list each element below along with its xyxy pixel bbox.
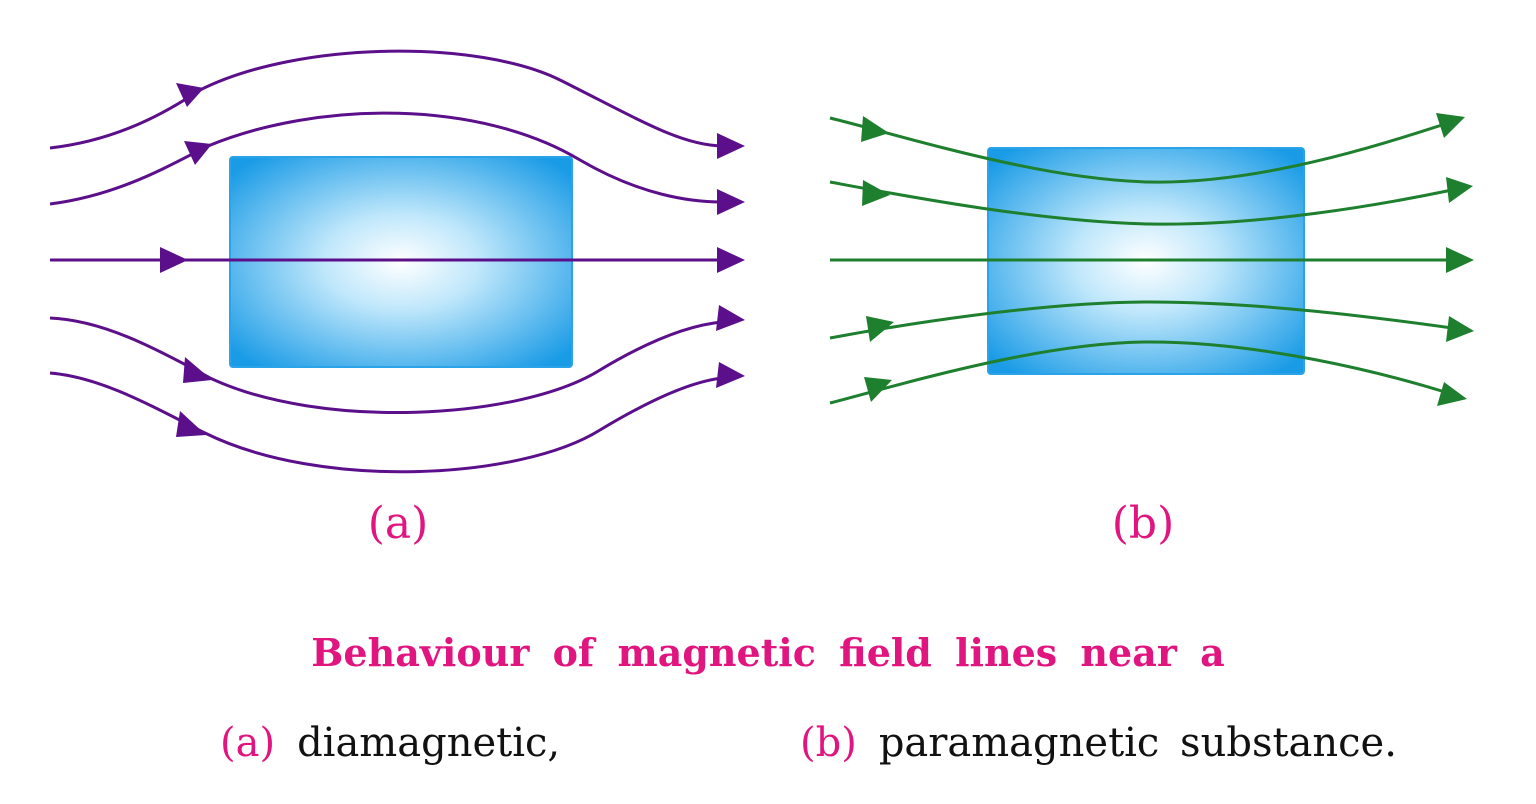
arrowhead-icon <box>1436 113 1465 138</box>
field-line-b-5 <box>829 340 1446 405</box>
caption-marker-a: (a) <box>220 720 276 766</box>
arrowhead-icon <box>176 83 204 107</box>
arrowhead-icon <box>716 305 745 331</box>
field-line-a-5 <box>49 371 723 474</box>
field-line-b-2 <box>829 180 1453 226</box>
caption-text-a: diamagnetic, <box>297 720 561 766</box>
arrowhead-icon <box>1446 316 1474 342</box>
arrowhead-icon <box>717 133 745 159</box>
arrowhead-icon <box>184 141 212 165</box>
arrowhead-icon <box>717 247 745 273</box>
arrowhead-icon <box>1446 247 1474 273</box>
arrowhead-icon <box>717 189 745 215</box>
arrowhead-icon <box>1446 177 1473 203</box>
panel-label-b: (b) <box>1111 498 1175 549</box>
arrowhead-icon <box>862 180 890 206</box>
arrowhead-icon <box>866 316 894 342</box>
caption-item-a: (a) diamagnetic, <box>220 720 560 766</box>
caption-marker-b: (b) <box>800 720 857 766</box>
arrowhead-icon <box>1437 382 1467 406</box>
field-line-b-1 <box>829 116 1446 184</box>
field-line-a-4 <box>49 316 723 414</box>
field-line-a-1 <box>49 49 723 150</box>
panel-a-diamagnetic <box>49 49 745 474</box>
caption-title: Behaviour of magnetic field lines near a <box>311 630 1225 675</box>
arrowhead-icon <box>716 362 745 388</box>
arrowhead-icon <box>861 116 889 142</box>
arrowhead-icon <box>183 357 212 383</box>
panel-b-paramagnetic <box>829 113 1474 406</box>
panel-label-a: (a) <box>367 498 429 549</box>
caption-text-b: paramagnetic substance. <box>878 720 1397 766</box>
arrowhead-icon <box>864 377 892 402</box>
arrowhead-icon <box>160 247 188 273</box>
field-line-b-4 <box>829 300 1453 340</box>
field-line-a-2 <box>49 111 723 206</box>
caption-item-b: (b) paramagnetic substance. <box>800 720 1397 766</box>
diamagnetic-block <box>229 156 573 368</box>
arrowhead-icon <box>176 411 206 437</box>
